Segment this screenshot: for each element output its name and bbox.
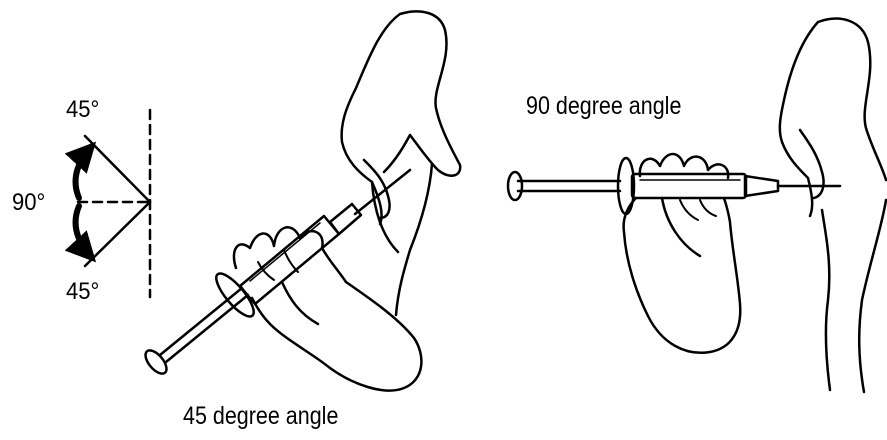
arm-outline [396,164,432,315]
90-degree-caption: 90 degree angle [526,94,681,119]
syringe-plunger [518,181,620,191]
lower-45-degree-line [85,202,150,266]
plunger-thumb-pad [508,172,522,200]
angle-guide [76,110,150,297]
angle-arc-up-arrow [76,146,92,198]
ninety-degree-illustration [508,19,886,392]
90-degree-label: 90° [12,191,45,215]
holding-hand-fingertip [680,200,716,220]
bottom-45-degree-label: 45° [66,280,99,304]
angle-arc-down-arrow [76,206,92,258]
forty-five-degree-illustration [142,11,461,390]
holding-hand [624,154,741,353]
needle-hub [745,176,778,196]
syringe-plunger [160,288,248,362]
holding-hand [234,227,421,390]
pinching-hand-upper [342,11,461,224]
45-degree-caption: 45 degree angle [183,404,338,429]
arm-outline [822,200,886,392]
top-45-degree-label: 45° [66,98,99,122]
